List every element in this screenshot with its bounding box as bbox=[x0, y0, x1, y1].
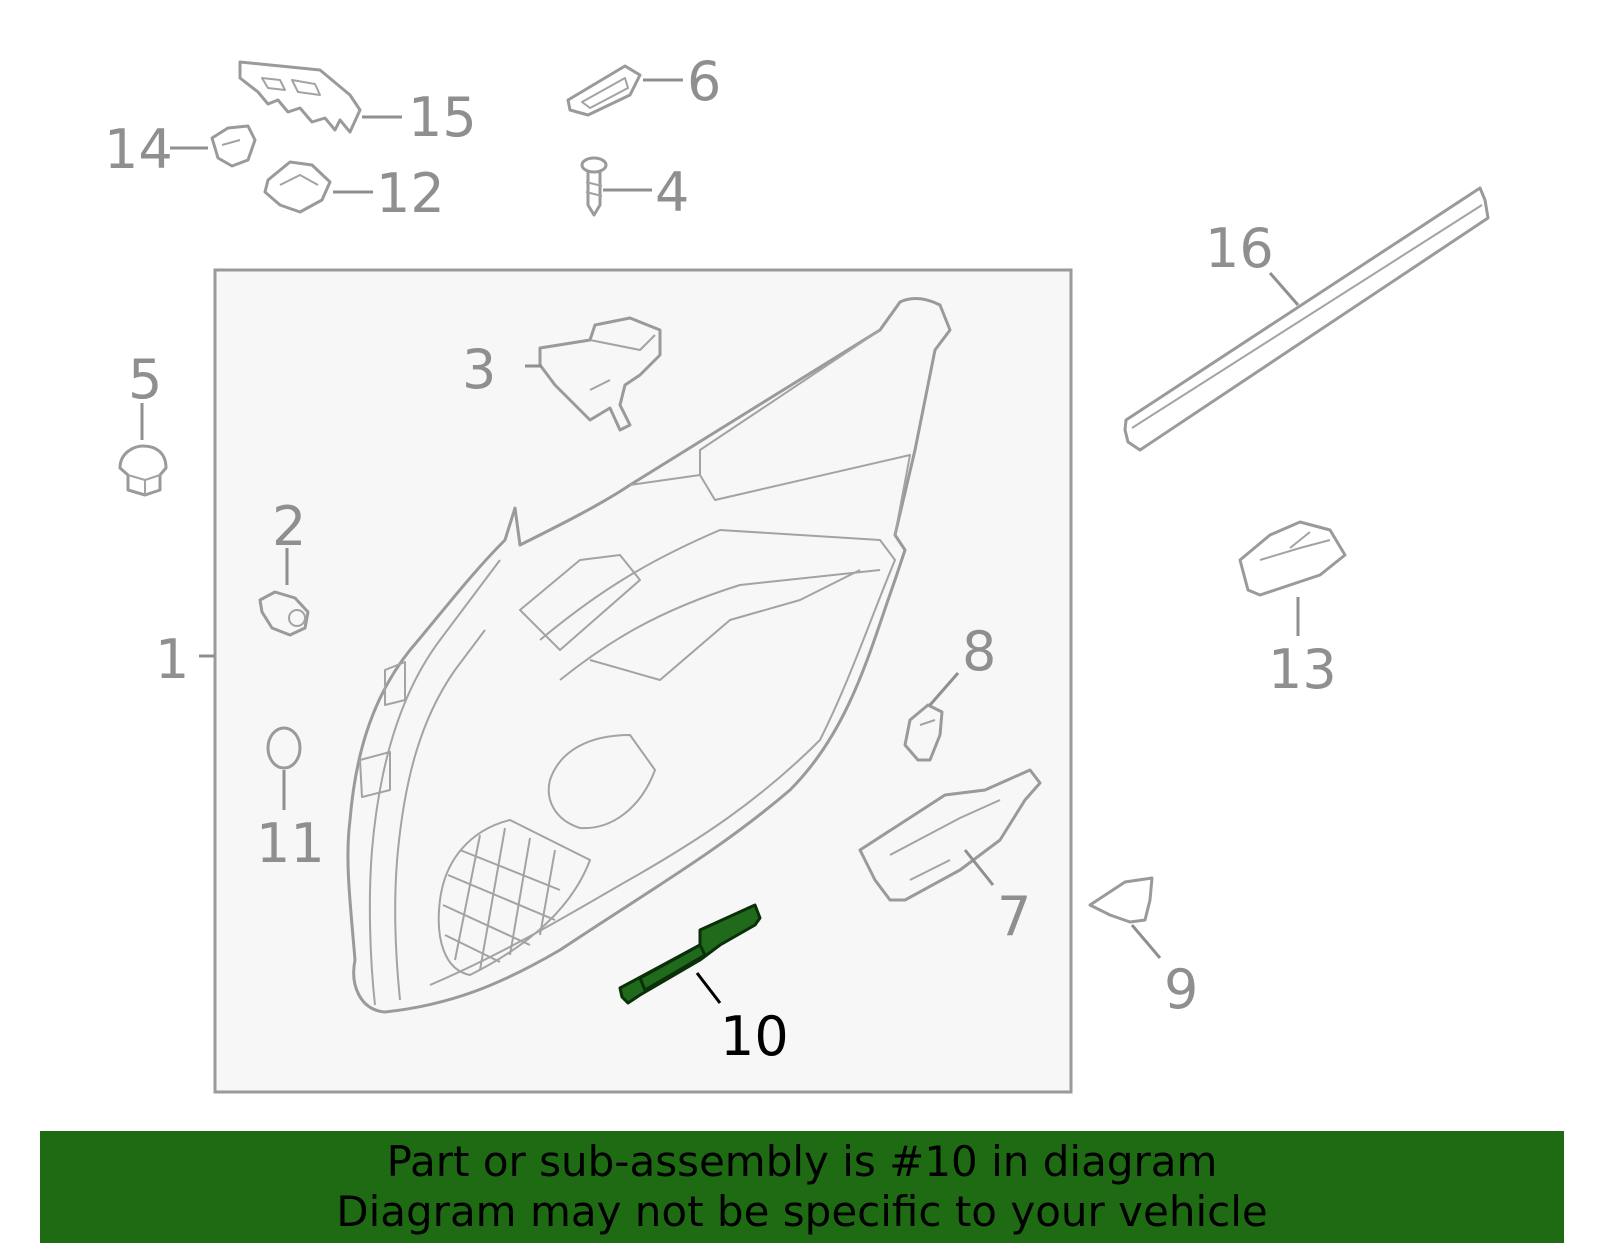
part-15-switch-panel bbox=[238, 60, 362, 134]
leader-10 bbox=[695, 972, 722, 1004]
banner-line-2: Diagram may not be specific to your vehi… bbox=[336, 1187, 1268, 1236]
part-2-clip bbox=[258, 590, 310, 637]
leader-7 bbox=[963, 849, 995, 886]
speaker-grille-lines bbox=[442, 827, 561, 971]
info-banner: Part or sub-assembly is #10 in diagram D… bbox=[40, 1131, 1564, 1243]
part-11-grommet bbox=[266, 726, 302, 770]
part-6-cover bbox=[566, 64, 642, 117]
callout-12: 12 bbox=[376, 162, 445, 225]
callout-15: 15 bbox=[408, 86, 477, 149]
callout-2: 2 bbox=[272, 495, 306, 558]
part-5-nut bbox=[118, 444, 168, 497]
callout-8: 8 bbox=[962, 620, 996, 683]
part-10-highlighted bbox=[618, 903, 762, 1005]
callout-11: 11 bbox=[256, 812, 325, 875]
part-3-bracket bbox=[538, 316, 662, 432]
callout-6: 6 bbox=[687, 50, 721, 113]
callout-14: 14 bbox=[104, 118, 173, 181]
callout-16: 16 bbox=[1205, 217, 1274, 280]
callout-5: 5 bbox=[128, 348, 162, 411]
leader-8 bbox=[928, 672, 960, 706]
door-trim-panel bbox=[346, 297, 952, 1014]
part-9-clip bbox=[1088, 876, 1154, 924]
callout-3: 3 bbox=[462, 338, 496, 401]
callout-13: 13 bbox=[1268, 638, 1337, 701]
callout-10: 10 bbox=[720, 1005, 789, 1068]
callout-9: 9 bbox=[1164, 958, 1198, 1021]
leader-16 bbox=[1268, 272, 1300, 306]
part-13-switch bbox=[1238, 520, 1347, 597]
leader-9 bbox=[1130, 924, 1162, 959]
callout-4: 4 bbox=[655, 161, 689, 224]
leader-lines bbox=[140, 78, 1300, 1004]
callout-1: 1 bbox=[155, 628, 189, 691]
callout-7: 7 bbox=[997, 885, 1031, 948]
part-4-screw bbox=[580, 156, 608, 217]
part-7-bracket bbox=[858, 768, 1042, 902]
part-14-switch bbox=[210, 124, 257, 168]
part-16-weatherstrip bbox=[1123, 186, 1490, 452]
part-8-clip bbox=[903, 703, 944, 762]
part-12-switch bbox=[263, 160, 332, 214]
assembly-frame bbox=[213, 268, 1073, 1094]
banner-line-1: Part or sub-assembly is #10 in diagram bbox=[386, 1137, 1218, 1186]
